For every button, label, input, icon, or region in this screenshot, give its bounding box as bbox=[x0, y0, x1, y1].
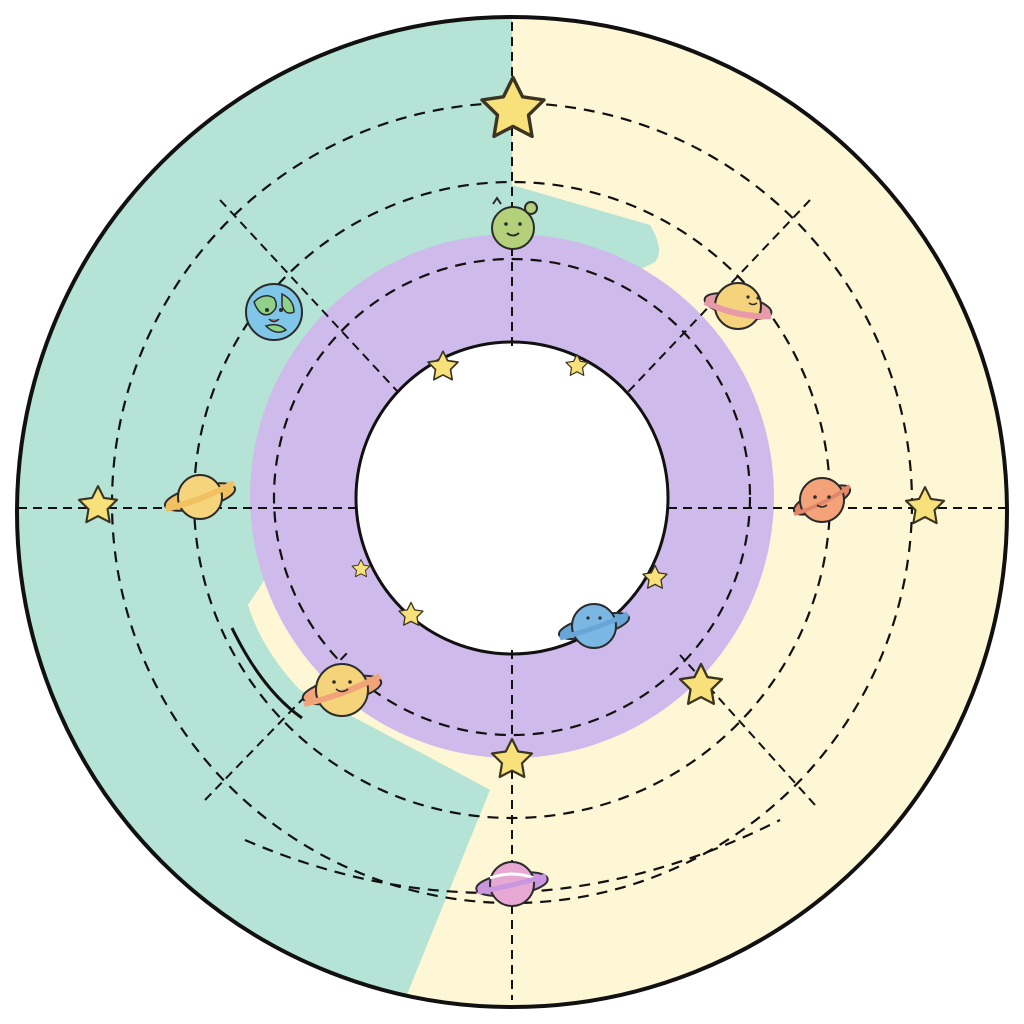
pink-ringed-planet-icon bbox=[475, 861, 549, 907]
center-hole bbox=[354, 340, 670, 656]
earth-globe-icon bbox=[245, 283, 303, 341]
yellow-ringed-planet-icon-top-right bbox=[703, 282, 773, 330]
yellow-ringed-planet-icon-bottom-left bbox=[301, 663, 383, 717]
outer-boundary bbox=[15, 15, 1009, 1009]
solid-orbit-arc bbox=[230, 627, 303, 720]
orange-planet-icon bbox=[792, 477, 852, 523]
blue-ringed-planet-icon bbox=[557, 603, 631, 649]
orbit-ring-1 bbox=[272, 257, 752, 737]
green-planet-icon bbox=[491, 196, 538, 250]
divider-upper-left bbox=[219, 199, 399, 393]
planets bbox=[163, 196, 852, 907]
yellow-ringed-planet-icon-left bbox=[163, 474, 237, 520]
